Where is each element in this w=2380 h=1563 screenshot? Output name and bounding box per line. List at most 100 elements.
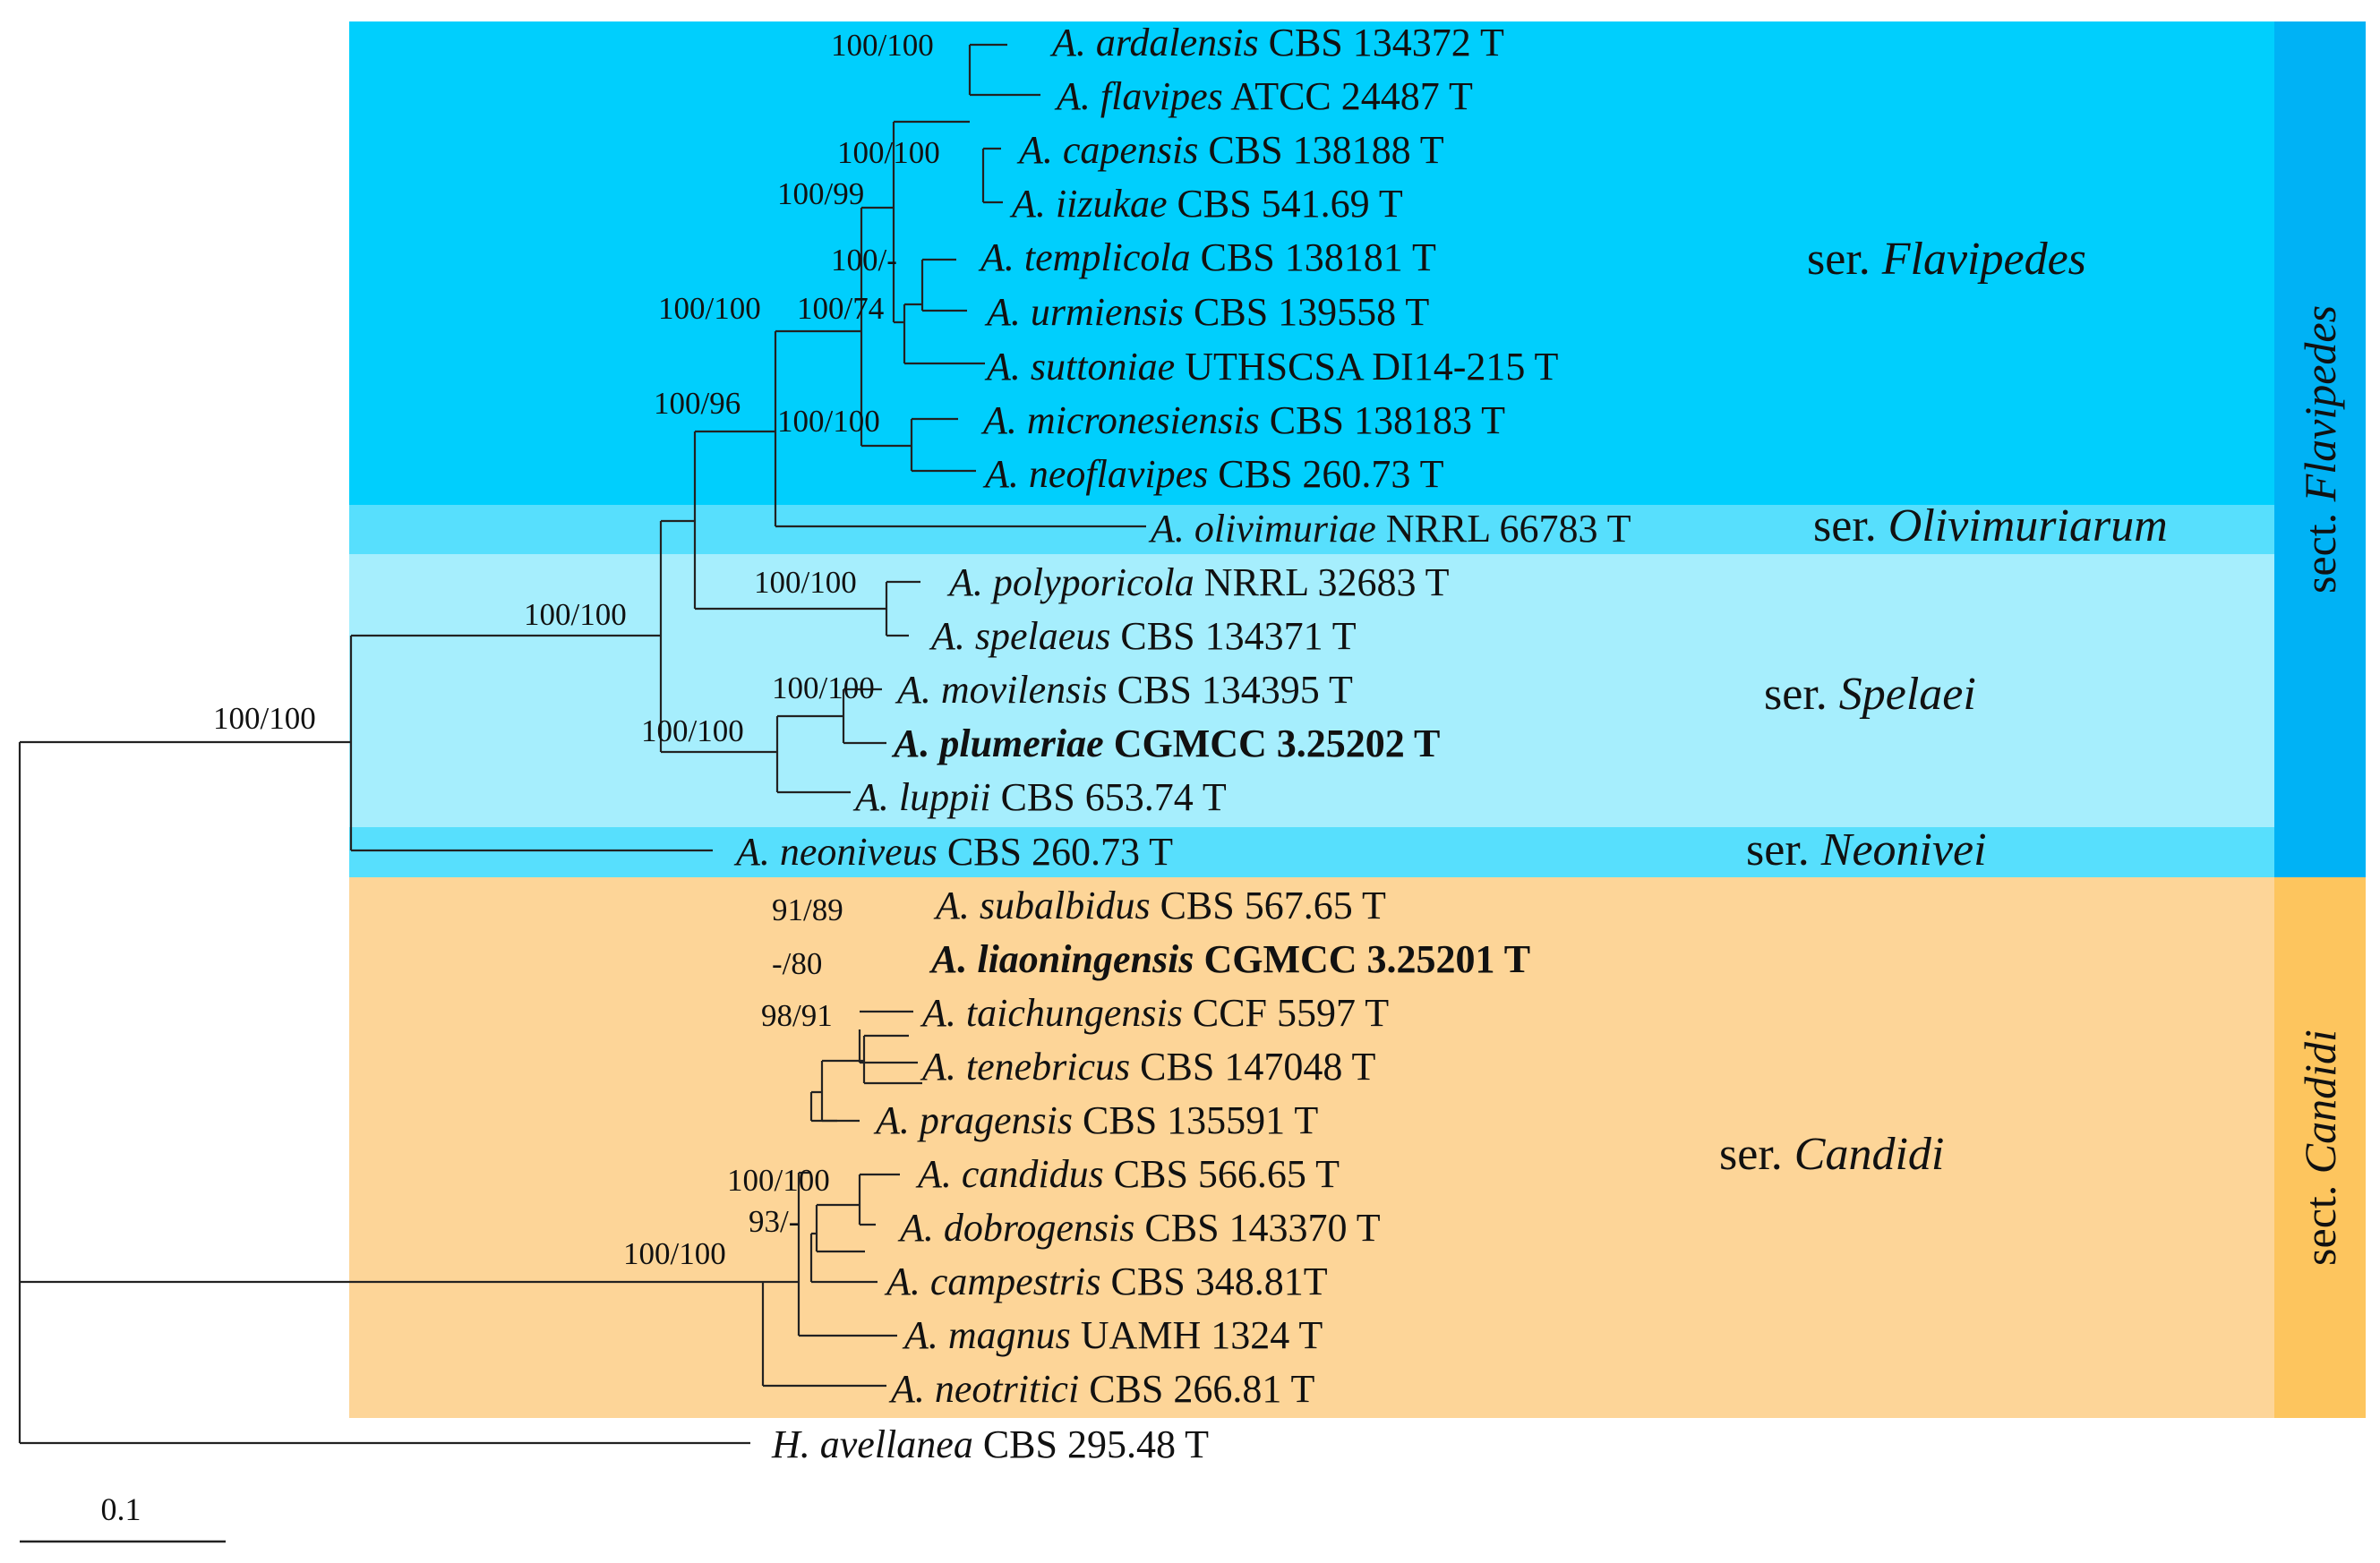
support-value: 91/89 (772, 893, 843, 927)
taxon-strain: CBS 541.69 T (1168, 182, 1403, 226)
branch-sect-flavipedes-node (349, 634, 713, 852)
branch-node-candidus-dobrogensis (815, 1203, 865, 1253)
taxon-binomial: A. neotritici (888, 1367, 1079, 1411)
support-values: 100/100100/100100/99100/-100/74100/10010… (213, 28, 940, 1271)
taxon-binomial: A. olivimuriae (1148, 507, 1376, 551)
branch-node-polyporicola-spelaeus (885, 580, 920, 637)
taxon-label: A. urmiensis CBS 139558 T (984, 290, 1429, 334)
taxon-label: A. olivimuriae NRRL 66783 T (1148, 507, 1631, 551)
band-ser-candidi (349, 877, 2274, 1418)
support-value: 98/91 (761, 998, 833, 1033)
taxon-strain: CBS 135591 T (1073, 1098, 1318, 1142)
taxon-strain: CBS 260.73 T (1208, 452, 1443, 496)
section-label-candidi: sect. Candidi (2295, 1029, 2345, 1266)
branch-node-100-100-a (659, 519, 777, 754)
branch-node-100-96 (693, 430, 886, 611)
branch-node-100-74 (903, 303, 985, 365)
support-value: 100/100 (727, 1163, 830, 1198)
taxon-label: A. micronesiensis CBS 138183 T (980, 398, 1505, 442)
taxon-strain: CBS 566.65 T (1104, 1152, 1340, 1196)
taxon-binomial: A. iizukae (1009, 182, 1168, 226)
support-value: 100/100 (658, 291, 761, 326)
taxon-label: A. taichungensis CCF 5597 T (920, 991, 1389, 1035)
band-ser-olivimuriarum (349, 505, 2274, 554)
taxon-strain: CBS 295.48 T (973, 1422, 1209, 1466)
taxon-binomial: A. tenebricus (920, 1045, 1130, 1089)
taxon-label: A. liaoningensis CGMCC 3.25201 T (929, 937, 1530, 981)
support-value: -/80 (772, 946, 822, 981)
taxon-binomial: A. taichungensis (920, 991, 1183, 1035)
band-ser-neonivei (349, 827, 2274, 877)
support-value: 100/100 (524, 597, 627, 632)
taxon-binomial: A. neoniveus (733, 830, 937, 874)
taxon-binomial: A. micronesiensis (980, 398, 1260, 442)
taxon-strain: CBS 143370 T (1134, 1206, 1380, 1250)
support-value: 100/- (831, 243, 897, 278)
taxon-strain: CBS 260.73 T (937, 830, 1173, 874)
support-value: 100/100 (213, 701, 316, 736)
taxon-strain: NRRL 66783 T (1376, 507, 1631, 551)
branch-node-minus-80 (820, 1059, 864, 1123)
branch-node-taichungensis-tenebricus (858, 1010, 918, 1064)
taxon-label: A. spelaeus CBS 134371 T (929, 614, 1357, 658)
taxon-strain: NRRL 32683 T (1194, 560, 1450, 604)
section-labels: sect. Flavipedes sect. Candidi (2295, 305, 2345, 1266)
support-value: 93/- (749, 1204, 799, 1239)
taxon-strain: CBS 134371 T (1110, 614, 1356, 658)
branch-node-candidus-dobrogensis-tips (858, 1173, 900, 1226)
taxon-binomial: A. spelaeus (929, 614, 1110, 658)
taxon-strain: CBS 653.74 T (991, 775, 1227, 819)
taxon-label: A. neoniveus CBS 260.73 T (733, 830, 1173, 874)
taxon-label: A. tenebricus CBS 147048 T (920, 1045, 1376, 1089)
taxon-binomial: A. urmiensis (984, 290, 1184, 334)
support-value: 100/99 (777, 176, 864, 211)
taxon-binomial: A. luppii (852, 775, 991, 819)
taxon-label: A. capensis CBS 138188 T (1016, 128, 1444, 172)
branch-node-candidi-inner (797, 1171, 897, 1337)
series-label-spelaei: ser. Spelaei (1764, 669, 1976, 720)
scale-bar-label: 0.1 (101, 1491, 141, 1527)
taxon-strain: CBS 567.65 T (1151, 884, 1386, 927)
taxon-binomial: A. suttoniae (984, 345, 1175, 389)
support-value: 100/100 (772, 670, 875, 705)
taxon-strain: UTHSCSA DI14-215 T (1175, 345, 1558, 389)
branch-node-100-99 (892, 120, 970, 324)
taxon-label: A. neotritici CBS 266.81 T (888, 1367, 1315, 1411)
branch-node-flavipedes-core (860, 206, 912, 448)
branch-node-micronesiensis-neoflavipes (910, 417, 976, 473)
taxon-labels: A. ardalensis CBS 134372 TA. flavipes AT… (733, 21, 1631, 1466)
support-value: 100/100 (623, 1236, 726, 1271)
taxon-label: A. plumeriae CGMCC 3.25202 T (891, 722, 1440, 765)
taxon-binomial: H. avellanea (771, 1422, 973, 1466)
taxon-strain: CBS 348.81T (1101, 1260, 1328, 1303)
taxon-label: A. campestris CBS 348.81T (884, 1260, 1328, 1303)
series-label-olivimuriarum: ser. Olivimuriarum (1813, 500, 2168, 551)
taxon-strain: UAMH 1324 T (1071, 1313, 1323, 1357)
taxon-strain: CBS 134395 T (1108, 668, 1353, 712)
branch-node-movilensis-plumeriae (842, 688, 886, 745)
support-value: 100/100 (831, 28, 934, 63)
taxon-binomial: A. subalbidus (933, 884, 1151, 927)
clade-bands (349, 21, 2366, 1418)
taxon-strain: CBS 138188 T (1198, 128, 1443, 172)
tree-branches (18, 43, 1146, 1445)
support-value: 100/100 (754, 565, 857, 600)
taxon-label: A. dobrogensis CBS 143370 T (897, 1206, 1381, 1250)
taxon-label: A. neoflavipes CBS 260.73 T (982, 452, 1444, 496)
branch-sect-candidi-node (761, 1280, 886, 1388)
bar-sect-flavipedes (2274, 21, 2366, 877)
taxon-binomial: A. templicola (978, 235, 1191, 279)
support-value: 100/100 (777, 404, 880, 439)
series-label-candidi: ser. Candidi (1719, 1129, 1944, 1180)
taxon-strain: CBS 134372 T (1259, 21, 1504, 64)
band-ser-flavipedes (349, 21, 2274, 505)
section-label-flavipedes: sect. Flavipedes (2295, 305, 2345, 594)
taxon-strain: CBS 147048 T (1130, 1045, 1375, 1089)
taxon-strain: CBS 266.81 T (1079, 1367, 1314, 1411)
taxon-binomial: A. neoflavipes (982, 452, 1208, 496)
taxon-binomial: A. polyporicola (946, 560, 1194, 604)
series-label-neonivei: ser. Neonivei (1746, 824, 1987, 875)
taxon-label: A. candidus CBS 566.65 T (915, 1152, 1340, 1196)
